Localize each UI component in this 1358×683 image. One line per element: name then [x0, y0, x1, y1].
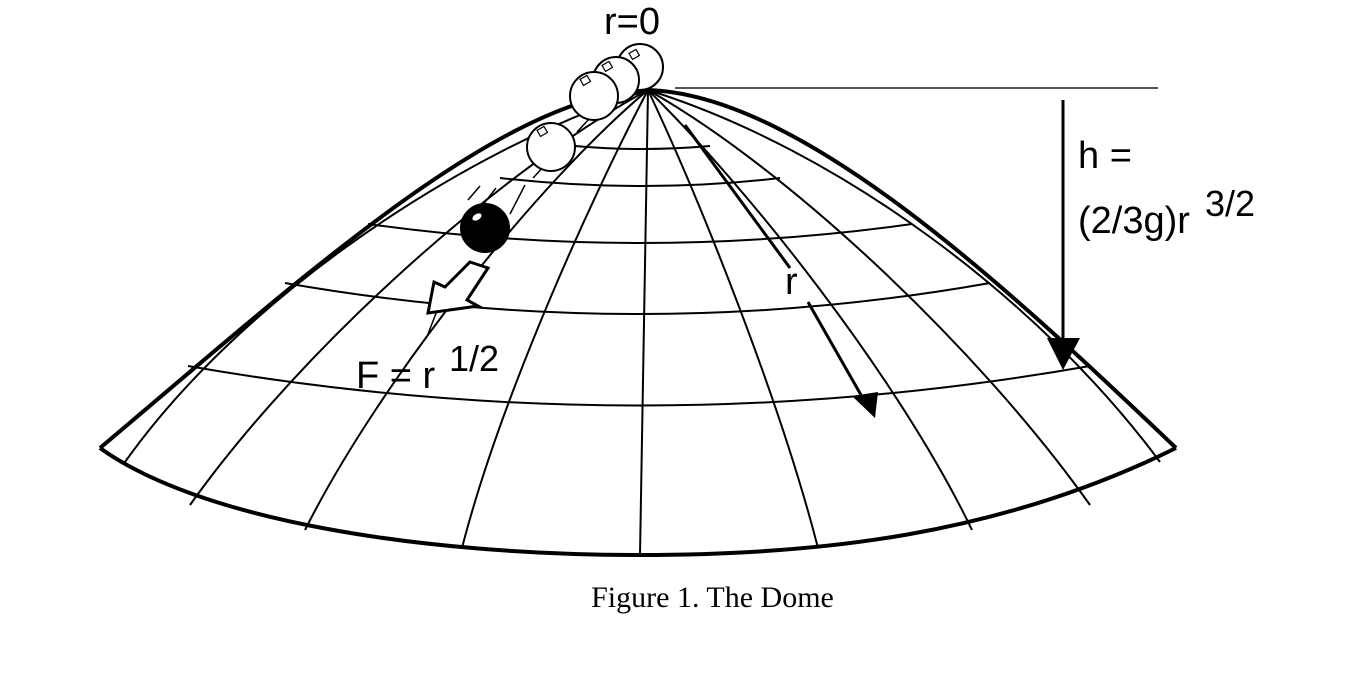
- radius-indicator: [683, 124, 878, 418]
- radius-arrow-head: [852, 392, 878, 418]
- latitude-ring-2: [499, 177, 781, 187]
- ball-4: [526, 122, 576, 172]
- height-label-exponent: 3/2: [1205, 183, 1255, 224]
- force-arrow-shape: [426, 260, 491, 315]
- force-arrow: [426, 260, 491, 315]
- meridian-9: [647, 89, 1161, 463]
- latitude-ring-3: [367, 223, 913, 244]
- ball-3: [569, 71, 619, 121]
- dome-top-outline: [98, 87, 1178, 450]
- meridian-2: [189, 89, 649, 506]
- dome-base-outline: [98, 446, 1177, 558]
- height-label-line-2: (2/3g)r: [1078, 200, 1190, 242]
- meridian-5: [639, 89, 649, 556]
- apex-label: r=0: [604, 1, 660, 43]
- latitude-ring-5: [187, 365, 1091, 407]
- latitude-ring-1: [574, 145, 711, 150]
- radius-label: r: [785, 261, 798, 303]
- latitude-ring-4: [284, 282, 991, 315]
- dome-surface: [98, 87, 1178, 558]
- ball-current: [460, 203, 510, 253]
- meridian-lines: [124, 89, 1161, 556]
- latitude-rings: [187, 145, 1091, 407]
- sliding-balls: [427, 43, 664, 335]
- dome-fill: [100, 90, 1176, 555]
- meridian-4: [461, 89, 649, 549]
- meridian-1: [124, 89, 649, 463]
- radius-arrow-upper: [683, 124, 792, 269]
- meridian-8: [647, 89, 1091, 506]
- height-indicator: [675, 87, 1158, 370]
- force-label-exponent: 1/2: [449, 338, 499, 379]
- meridian-6: [647, 89, 819, 549]
- radius-arrow-lower: [806, 301, 867, 403]
- height-label-line-1: h =: [1078, 135, 1132, 177]
- height-arrow-head: [1047, 338, 1080, 370]
- force-label: F = r: [356, 355, 436, 397]
- figure-caption: Figure 1. The Dome: [591, 581, 834, 614]
